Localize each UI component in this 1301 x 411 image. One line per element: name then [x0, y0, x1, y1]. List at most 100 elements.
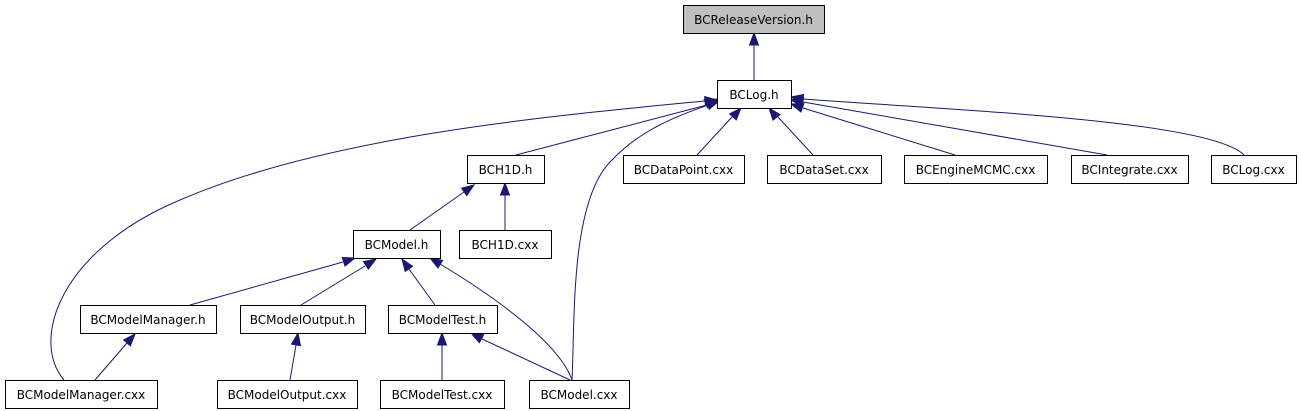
node-box: [1211, 155, 1297, 184]
edge-bclog_h-to-bcreleaseversion_h: [748, 31, 760, 80]
node-label: BCModel.cxx: [540, 388, 617, 402]
node-bcintegrate-cxx[interactable]: BCIntegrate.cxx: [1071, 155, 1189, 184]
edge-bcmodeloutput_h-to-bcmodel_h: [300, 258, 378, 306]
edge-bcmodel_h-to-bch1d_h: [409, 184, 476, 231]
node-bcdatapoint-cxx[interactable]: BCDataPoint.cxx: [623, 155, 745, 184]
edge-line: [777, 116, 814, 156]
node-bch1d-cxx[interactable]: BCH1D.cxx: [459, 230, 552, 259]
node-bcmodelmanager-cxx[interactable]: BCModelManager.cxx: [5, 380, 158, 409]
edge-line: [94, 342, 128, 381]
edges-layer: [50, 31, 1245, 381]
edge-bcmodel_cxx-to-bclog_h: [571, 100, 721, 381]
edge-bcdataset_cxx-to-bclog_h: [768, 106, 814, 156]
edge-line: [189, 261, 344, 306]
edge-bcmodel_cxx-to-bcmodeltest_h: [469, 332, 571, 381]
edge-line: [802, 107, 956, 156]
edge-bcintegrate_cxx-to-bclog_h: [789, 96, 1108, 156]
arrowhead: [748, 31, 760, 46]
edge-line: [481, 338, 571, 381]
node-label: BCDataSet.cxx: [779, 163, 868, 177]
node-label: BCReleaseVersion.h: [694, 13, 813, 27]
arrowhead: [768, 106, 781, 122]
node-box: [459, 230, 552, 259]
node-box: [5, 380, 158, 409]
edge-line: [696, 116, 733, 156]
arrowhead: [122, 332, 136, 347]
node-bclog-h[interactable]: BCLog.h: [717, 80, 792, 109]
edge-bcdatapoint_cxx-to-bclog_h: [696, 106, 742, 156]
edge-line: [439, 263, 573, 381]
node-label: BCModelTest.cxx: [392, 388, 493, 402]
arrowhead: [436, 331, 448, 346]
node-box: [80, 305, 217, 334]
node-box: [380, 380, 505, 409]
node-bcmodel-h[interactable]: BCModel.h: [353, 230, 441, 259]
node-bch1d-h[interactable]: BCH1D.h: [467, 155, 545, 184]
node-label: BCLog.cxx: [1222, 163, 1284, 177]
arrowhead: [705, 100, 721, 111]
node-box: [240, 305, 366, 334]
node-box: [529, 380, 630, 409]
node-label: BCModelTest.h: [399, 313, 486, 327]
arrowhead: [460, 184, 476, 197]
node-box: [623, 155, 745, 184]
edge-line: [802, 98, 1245, 156]
node-bcmodeloutput-cxx[interactable]: BCModelOutput.cxx: [217, 380, 358, 409]
edge-line: [802, 101, 1108, 156]
node-label: BCH1D.h: [479, 163, 533, 177]
node-label: BCH1D.cxx: [472, 238, 539, 252]
node-bcmodelmanager-h[interactable]: BCModelManager.h: [80, 305, 217, 334]
node-label: BCModelManager.h: [90, 313, 205, 327]
node-label: BCDataPoint.cxx: [634, 163, 733, 177]
edge-line: [289, 344, 297, 381]
node-box: [388, 305, 498, 334]
arrowhead: [469, 332, 485, 344]
node-bcmodeloutput-h[interactable]: BCModelOutput.h: [240, 305, 366, 334]
arrowhead: [290, 331, 302, 347]
edge-bcmodelmanager_h-to-bcmodel_h: [189, 256, 357, 306]
edge-line: [571, 104, 709, 381]
arrowhead: [789, 93, 805, 105]
arrowhead: [728, 106, 742, 121]
node-bclog-cxx[interactable]: BCLog.cxx: [1211, 155, 1297, 184]
edge-line: [408, 268, 436, 306]
arrowhead: [362, 258, 378, 271]
node-bcmodel-cxx[interactable]: BCModel.cxx: [529, 380, 630, 409]
node-label: BCIntegrate.cxx: [1081, 163, 1177, 177]
node-bcmodeltest-cxx[interactable]: BCModelTest.cxx: [380, 380, 505, 409]
edge-line: [515, 104, 708, 156]
node-label: BCLog.h: [729, 88, 778, 102]
edge-line: [300, 265, 366, 306]
node-box: [217, 380, 358, 409]
node-bcreleaseversion-h[interactable]: BCReleaseVersion.h: [683, 5, 825, 34]
node-label: BCEngineMCMC.cxx: [916, 163, 1036, 177]
node-box: [767, 155, 882, 184]
edge-line: [50, 100, 706, 381]
edge-bcmodelmanager_cxx-to-bcmodelmanager_h: [94, 332, 136, 381]
node-box: [1071, 155, 1189, 184]
arrowhead: [401, 257, 414, 273]
node-label: BCModelOutput.h: [250, 313, 356, 327]
edge-bclog_cxx-to-bclog_h: [789, 93, 1245, 156]
node-bcdataset-cxx[interactable]: BCDataSet.cxx: [767, 155, 882, 184]
edge-bcenginemcmc_cxx-to-bclog_h: [789, 102, 956, 156]
node-box: [467, 155, 545, 184]
edge-bcmodel_cxx-to-bcmodel_h: [428, 257, 573, 381]
arrowhead: [428, 257, 444, 269]
edge-line: [409, 191, 465, 231]
edge-bcmodeltest_h-to-bcmodel_h: [401, 257, 436, 306]
node-label: BCModelManager.cxx: [17, 388, 146, 402]
edge-bcmodeloutput_cxx-to-bcmodeloutput_h: [289, 331, 302, 381]
node-box: [683, 5, 825, 34]
arrowhead: [341, 256, 357, 267]
node-box: [353, 230, 441, 259]
node-label: BCModelOutput.cxx: [228, 388, 347, 402]
node-bcmodeltest-h[interactable]: BCModelTest.h: [388, 305, 498, 334]
node-bcenginemcmc-cxx[interactable]: BCEngineMCMC.cxx: [904, 155, 1048, 184]
arrowhead: [499, 181, 511, 196]
edge-bch1d_h-to-bclog_h: [515, 98, 719, 156]
node-label: BCModel.h: [365, 238, 429, 252]
node-box: [717, 80, 792, 109]
